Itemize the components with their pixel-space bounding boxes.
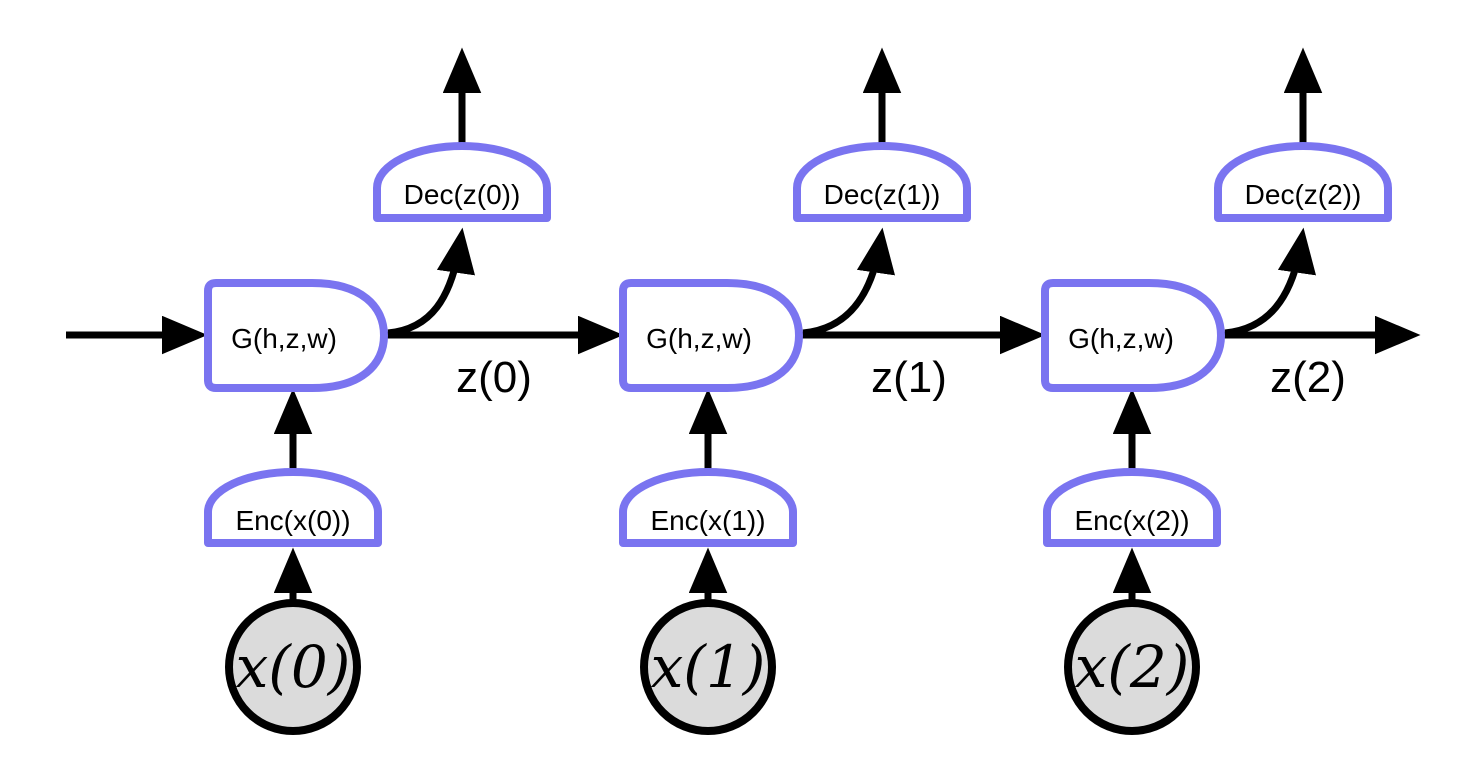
timestep-unit-1: x(1) Enc(x(1)) G(h,z,w) Dec(z(1)) z(1) — [619, 47, 1046, 735]
decoder-block — [373, 142, 551, 222]
encoder-label: Enc(x(0)) — [235, 505, 350, 536]
predictor-to-decoder-arrow — [802, 227, 896, 337]
predictor-to-decoder-arrow — [387, 227, 476, 337]
encoder-label: Enc(x(1)) — [650, 505, 765, 536]
predictor-label: G(h,z,w) — [1068, 323, 1174, 354]
encoder-block — [1043, 468, 1221, 547]
input-node — [225, 599, 361, 735]
encoder-block — [619, 468, 797, 547]
input-node-label: x(1) — [651, 633, 766, 701]
input-node-label: x(2) — [1075, 633, 1190, 701]
input-node — [1064, 599, 1200, 735]
predictor-block — [1041, 279, 1225, 392]
encoder-block — [204, 468, 382, 547]
latent-label: z(0) — [456, 353, 532, 402]
input-node-label: x(0) — [236, 633, 351, 701]
predictor-block — [204, 279, 388, 392]
latent-label: z(2) — [1270, 353, 1346, 402]
predictor-to-decoder-arrow — [1224, 227, 1317, 337]
decoder-block — [1214, 142, 1392, 222]
predictor-label: G(h,z,w) — [646, 323, 752, 354]
decoder-block — [793, 142, 971, 222]
predictor-label: G(h,z,w) — [231, 323, 337, 354]
timestep-unit-0: x(0) Enc(x(0)) G(h,z,w) Dec(z(0)) z(0) — [204, 47, 624, 735]
encoder-label: Enc(x(2)) — [1074, 505, 1189, 536]
decoder-label: Dec(z(0)) — [404, 179, 521, 210]
decoder-label: Dec(z(1)) — [824, 179, 941, 210]
input-node — [640, 599, 776, 735]
decoder-label: Dec(z(2)) — [1245, 179, 1362, 210]
timestep-unit-2: x(2) Enc(x(2)) G(h,z,w) Dec(z(2)) z(2) — [1041, 47, 1421, 735]
predictor-block — [619, 279, 803, 392]
latent-label: z(1) — [871, 353, 947, 402]
